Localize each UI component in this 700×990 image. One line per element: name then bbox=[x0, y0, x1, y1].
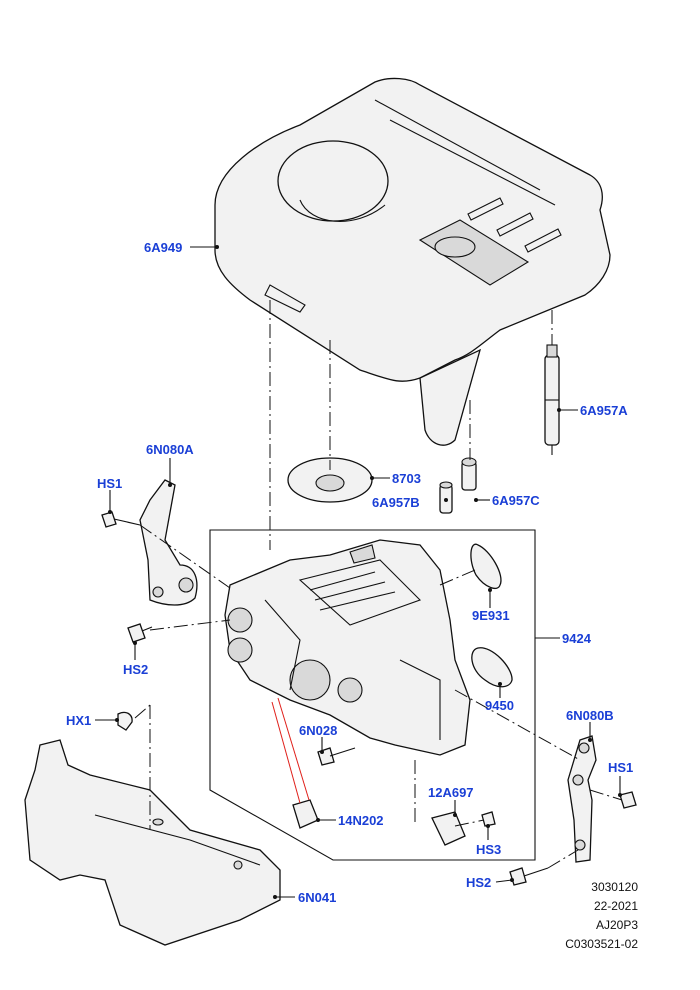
stud-6A957A bbox=[544, 344, 560, 455]
label-6N028: 6N028 bbox=[299, 723, 337, 738]
heat-shield bbox=[24, 739, 281, 946]
drawing-reference: 3030120 22-2021 AJ20P3 C0303521-02 bbox=[565, 878, 638, 954]
label-HS3: HS3 bbox=[476, 842, 501, 857]
label-6A957B: 6A957B bbox=[372, 495, 420, 510]
label-8703: 8703 bbox=[392, 471, 421, 486]
red-leaders bbox=[271, 697, 310, 804]
bracket-6N080B bbox=[509, 735, 637, 886]
sensor-12A697 bbox=[431, 811, 496, 846]
assembly-frame bbox=[209, 529, 560, 861]
engine-cover bbox=[214, 77, 611, 446]
label-HS1-left: HS1 bbox=[97, 476, 122, 491]
label-6A957C: 6A957C bbox=[492, 493, 540, 508]
ref-line-1: 3030120 bbox=[591, 880, 638, 894]
label-6A949: 6A949 bbox=[144, 240, 182, 255]
grommet-8703 bbox=[287, 457, 373, 503]
alignment-lines bbox=[134, 300, 623, 869]
label-6N041: 6N041 bbox=[298, 890, 336, 905]
studs-6A957B-C bbox=[439, 457, 477, 514]
label-6A957A: 6A957A bbox=[580, 403, 628, 418]
label-HX1: HX1 bbox=[66, 713, 91, 728]
ref-line-4: C0303521-02 bbox=[565, 937, 638, 951]
label-HS2-left: HS2 bbox=[123, 662, 148, 677]
ref-line-3: AJ20P3 bbox=[595, 918, 638, 932]
bracket-6N080A bbox=[139, 479, 198, 606]
label-12A697: 12A697 bbox=[428, 785, 474, 800]
bolt-6N028 bbox=[317, 747, 356, 766]
label-HS1-right: HS1 bbox=[608, 760, 633, 775]
leaders bbox=[95, 245, 622, 899]
ref-line-2: 22-2021 bbox=[593, 899, 638, 913]
label-HS2-right: HS2 bbox=[466, 875, 491, 890]
label-9450: 9450 bbox=[485, 698, 514, 713]
gaskets bbox=[470, 543, 513, 688]
label-9424: 9424 bbox=[562, 631, 592, 646]
label-9E931: 9E931 bbox=[472, 608, 510, 623]
clip-HX1 bbox=[117, 711, 133, 731]
label-6N080A: 6N080A bbox=[146, 442, 194, 457]
intake-manifold bbox=[224, 539, 471, 756]
label-14N202: 14N202 bbox=[338, 813, 384, 828]
sensor-14N202 bbox=[292, 799, 319, 829]
label-6N080B: 6N080B bbox=[566, 708, 614, 723]
